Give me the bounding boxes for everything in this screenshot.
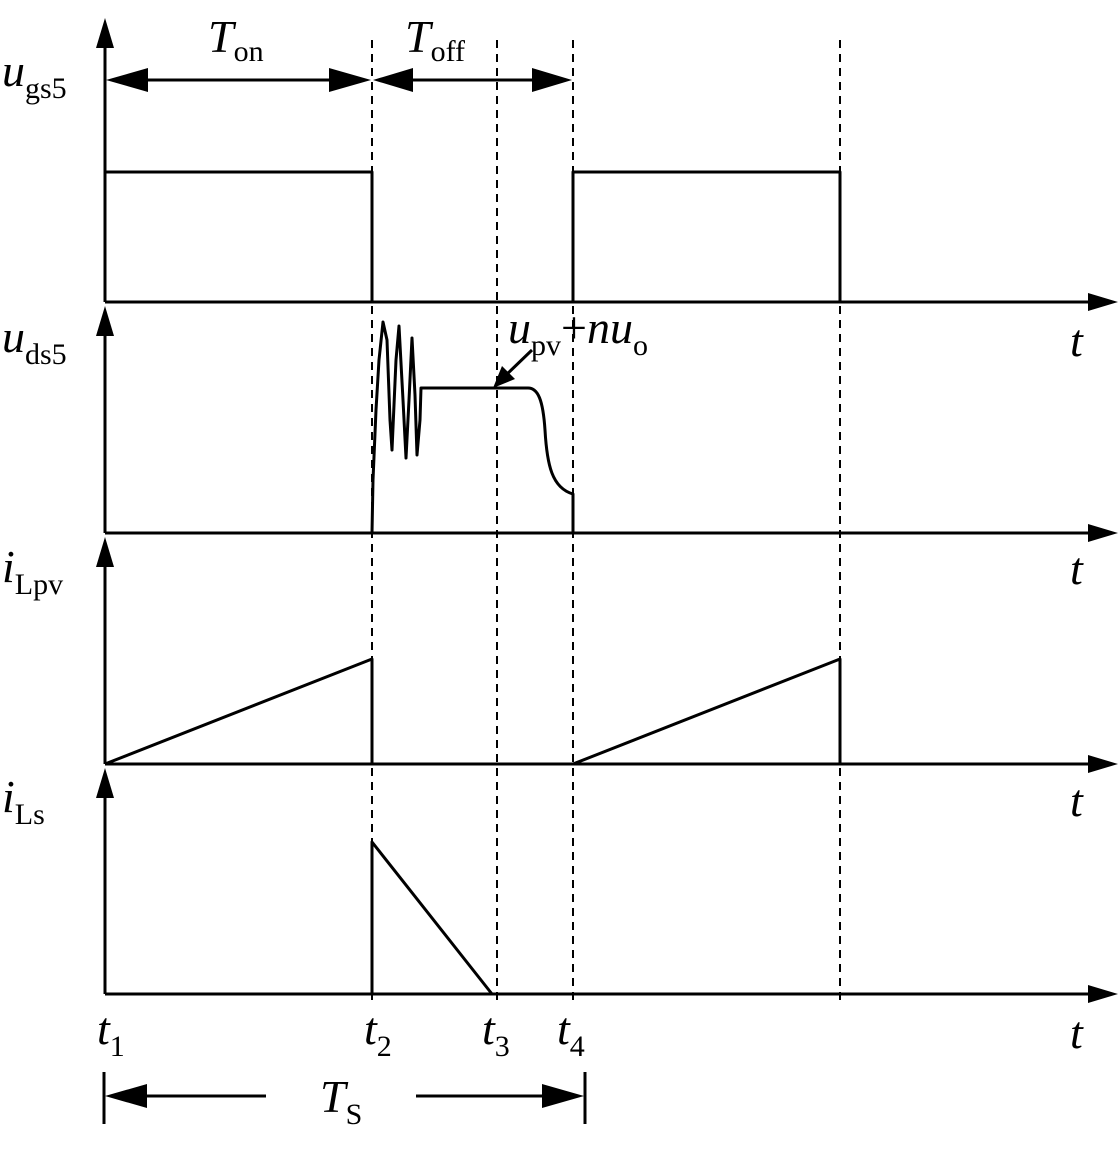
interval-dimensions [102, 68, 587, 1124]
t-label-iLs-axis: t [1070, 1007, 1084, 1058]
uds5-y-arrow [96, 306, 114, 336]
t-label-iLpv-axis: t [1070, 775, 1084, 826]
uds5-waveform [370, 320, 575, 534]
iLpv-t-arrow [1088, 755, 1118, 773]
label-iLs: iLs [2, 771, 45, 831]
time-instant-labels: t1 t2 t3 t4 [97, 1003, 585, 1063]
label-ton: Ton [208, 11, 264, 68]
label-t3: t3 [482, 1003, 510, 1063]
iLpv-waveform [104, 657, 842, 766]
t-label-ugs5-axis: t [1070, 315, 1084, 366]
annotation-pointer-head [493, 366, 515, 388]
ton-arrow-left [106, 68, 148, 92]
signal-labels: ugs5 uds5 iLpv iLs [2, 45, 67, 831]
label-ts: TS [320, 1071, 362, 1131]
ugs5-waveform [105, 170, 842, 302]
label-t4: t4 [557, 1003, 585, 1063]
axes [96, 18, 1118, 1003]
iLs-t-arrow [1088, 985, 1118, 1003]
interval-labels: Ton Toff TS [208, 11, 465, 1131]
label-ugs5: ugs5 [2, 45, 67, 105]
uds5-t-arrow [1088, 524, 1118, 542]
time-markers [371, 40, 841, 1000]
waveforms [104, 170, 842, 995]
t-label-uds5-axis: t [1070, 543, 1084, 594]
iLpv-y-arrow [96, 537, 114, 567]
ton-arrow-right [329, 68, 371, 92]
ugs5-y-arrow [96, 18, 114, 48]
ts-arrow-right [542, 1084, 584, 1108]
annotation-pointer-line [503, 348, 534, 378]
ugs5-t-arrow [1088, 293, 1118, 311]
iLs-y-arrow [96, 768, 114, 798]
time-axis-labels: t t t t [1070, 315, 1084, 1058]
toff-arrow-left [373, 68, 413, 92]
label-iLpv: iLpv [2, 541, 63, 601]
label-t1: t1 [97, 1003, 125, 1063]
label-toff: Toff [405, 11, 465, 68]
label-uds5: uds5 [2, 311, 67, 371]
iLs-waveform [370, 840, 494, 995]
ts-arrow-left [105, 1084, 147, 1108]
toff-arrow-right [532, 68, 572, 92]
label-upv-plus-nuo: upv+nuo [508, 302, 648, 362]
label-t2: t2 [364, 1003, 392, 1063]
